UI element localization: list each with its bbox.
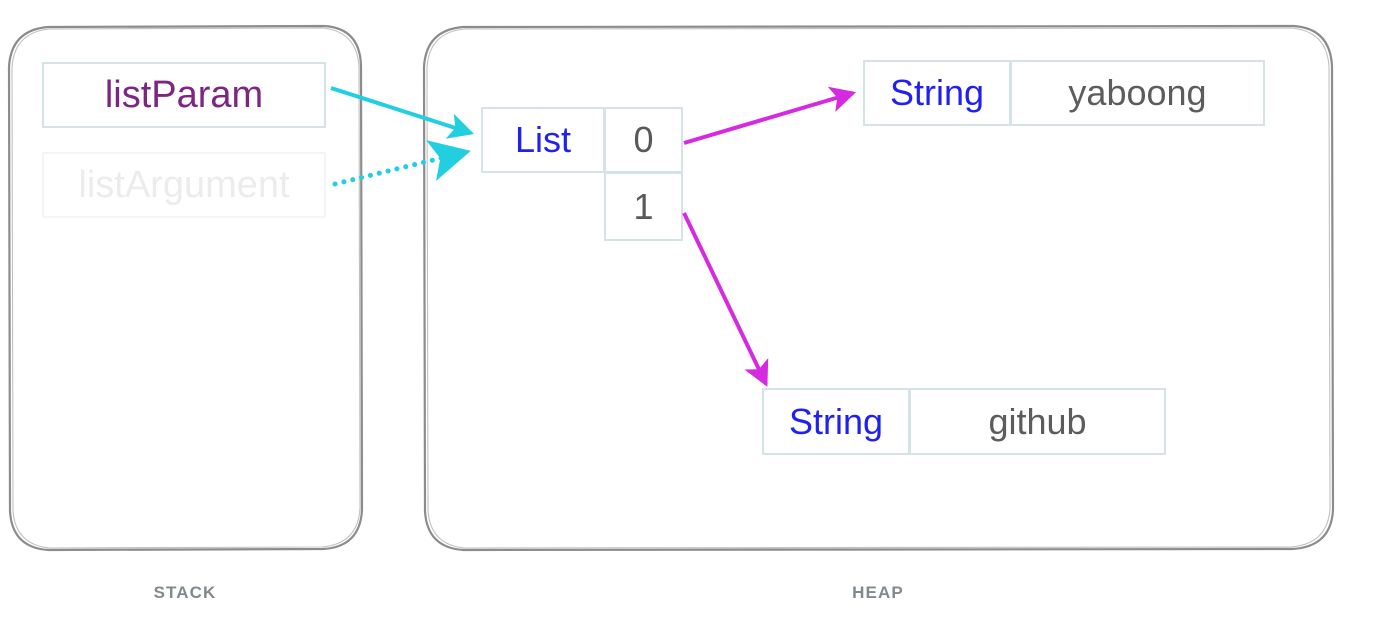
- heap-string-github-value-label: github: [988, 400, 1087, 442]
- heap-list-index-1-label: 1: [633, 185, 654, 227]
- heap-list-type-label: List: [514, 119, 572, 160]
- heap-string-yaboong-type-cell[interactable]: String: [863, 60, 1011, 126]
- heap-region: [421, 24, 1335, 552]
- heap-string-github-type-label: String: [788, 400, 884, 442]
- stack-caption: STACK: [153, 583, 217, 602]
- heap-string-github-type-cell[interactable]: String: [762, 388, 910, 455]
- stack-region: [6, 24, 364, 552]
- heap-list-index-1-cell[interactable]: 1: [604, 172, 683, 241]
- stack-variable-listargument[interactable]: listArgument: [42, 152, 326, 218]
- heap-string-yaboong-value-cell[interactable]: yaboong: [1010, 60, 1265, 126]
- heap-list-index-0-cell[interactable]: 0: [604, 107, 683, 173]
- heap-string-yaboong-type-label: String: [889, 72, 985, 113]
- heap-caption: HEAP: [852, 583, 904, 602]
- stack-variable-listparam[interactable]: listParam: [42, 62, 326, 128]
- heap-region-outline: [422, 24, 1335, 552]
- heap-string-yaboong-value-label: yaboong: [1068, 72, 1207, 113]
- heap-string-github-value-cell[interactable]: github: [909, 388, 1166, 455]
- heap-list-index-0-label: 0: [633, 119, 654, 160]
- heap-list-type-cell[interactable]: List: [481, 107, 605, 173]
- stack-variable-listparam-label: listParam: [104, 73, 264, 116]
- stack-region-outline: [7, 24, 364, 552]
- stack-variable-listargument-label: listArgument: [78, 163, 290, 206]
